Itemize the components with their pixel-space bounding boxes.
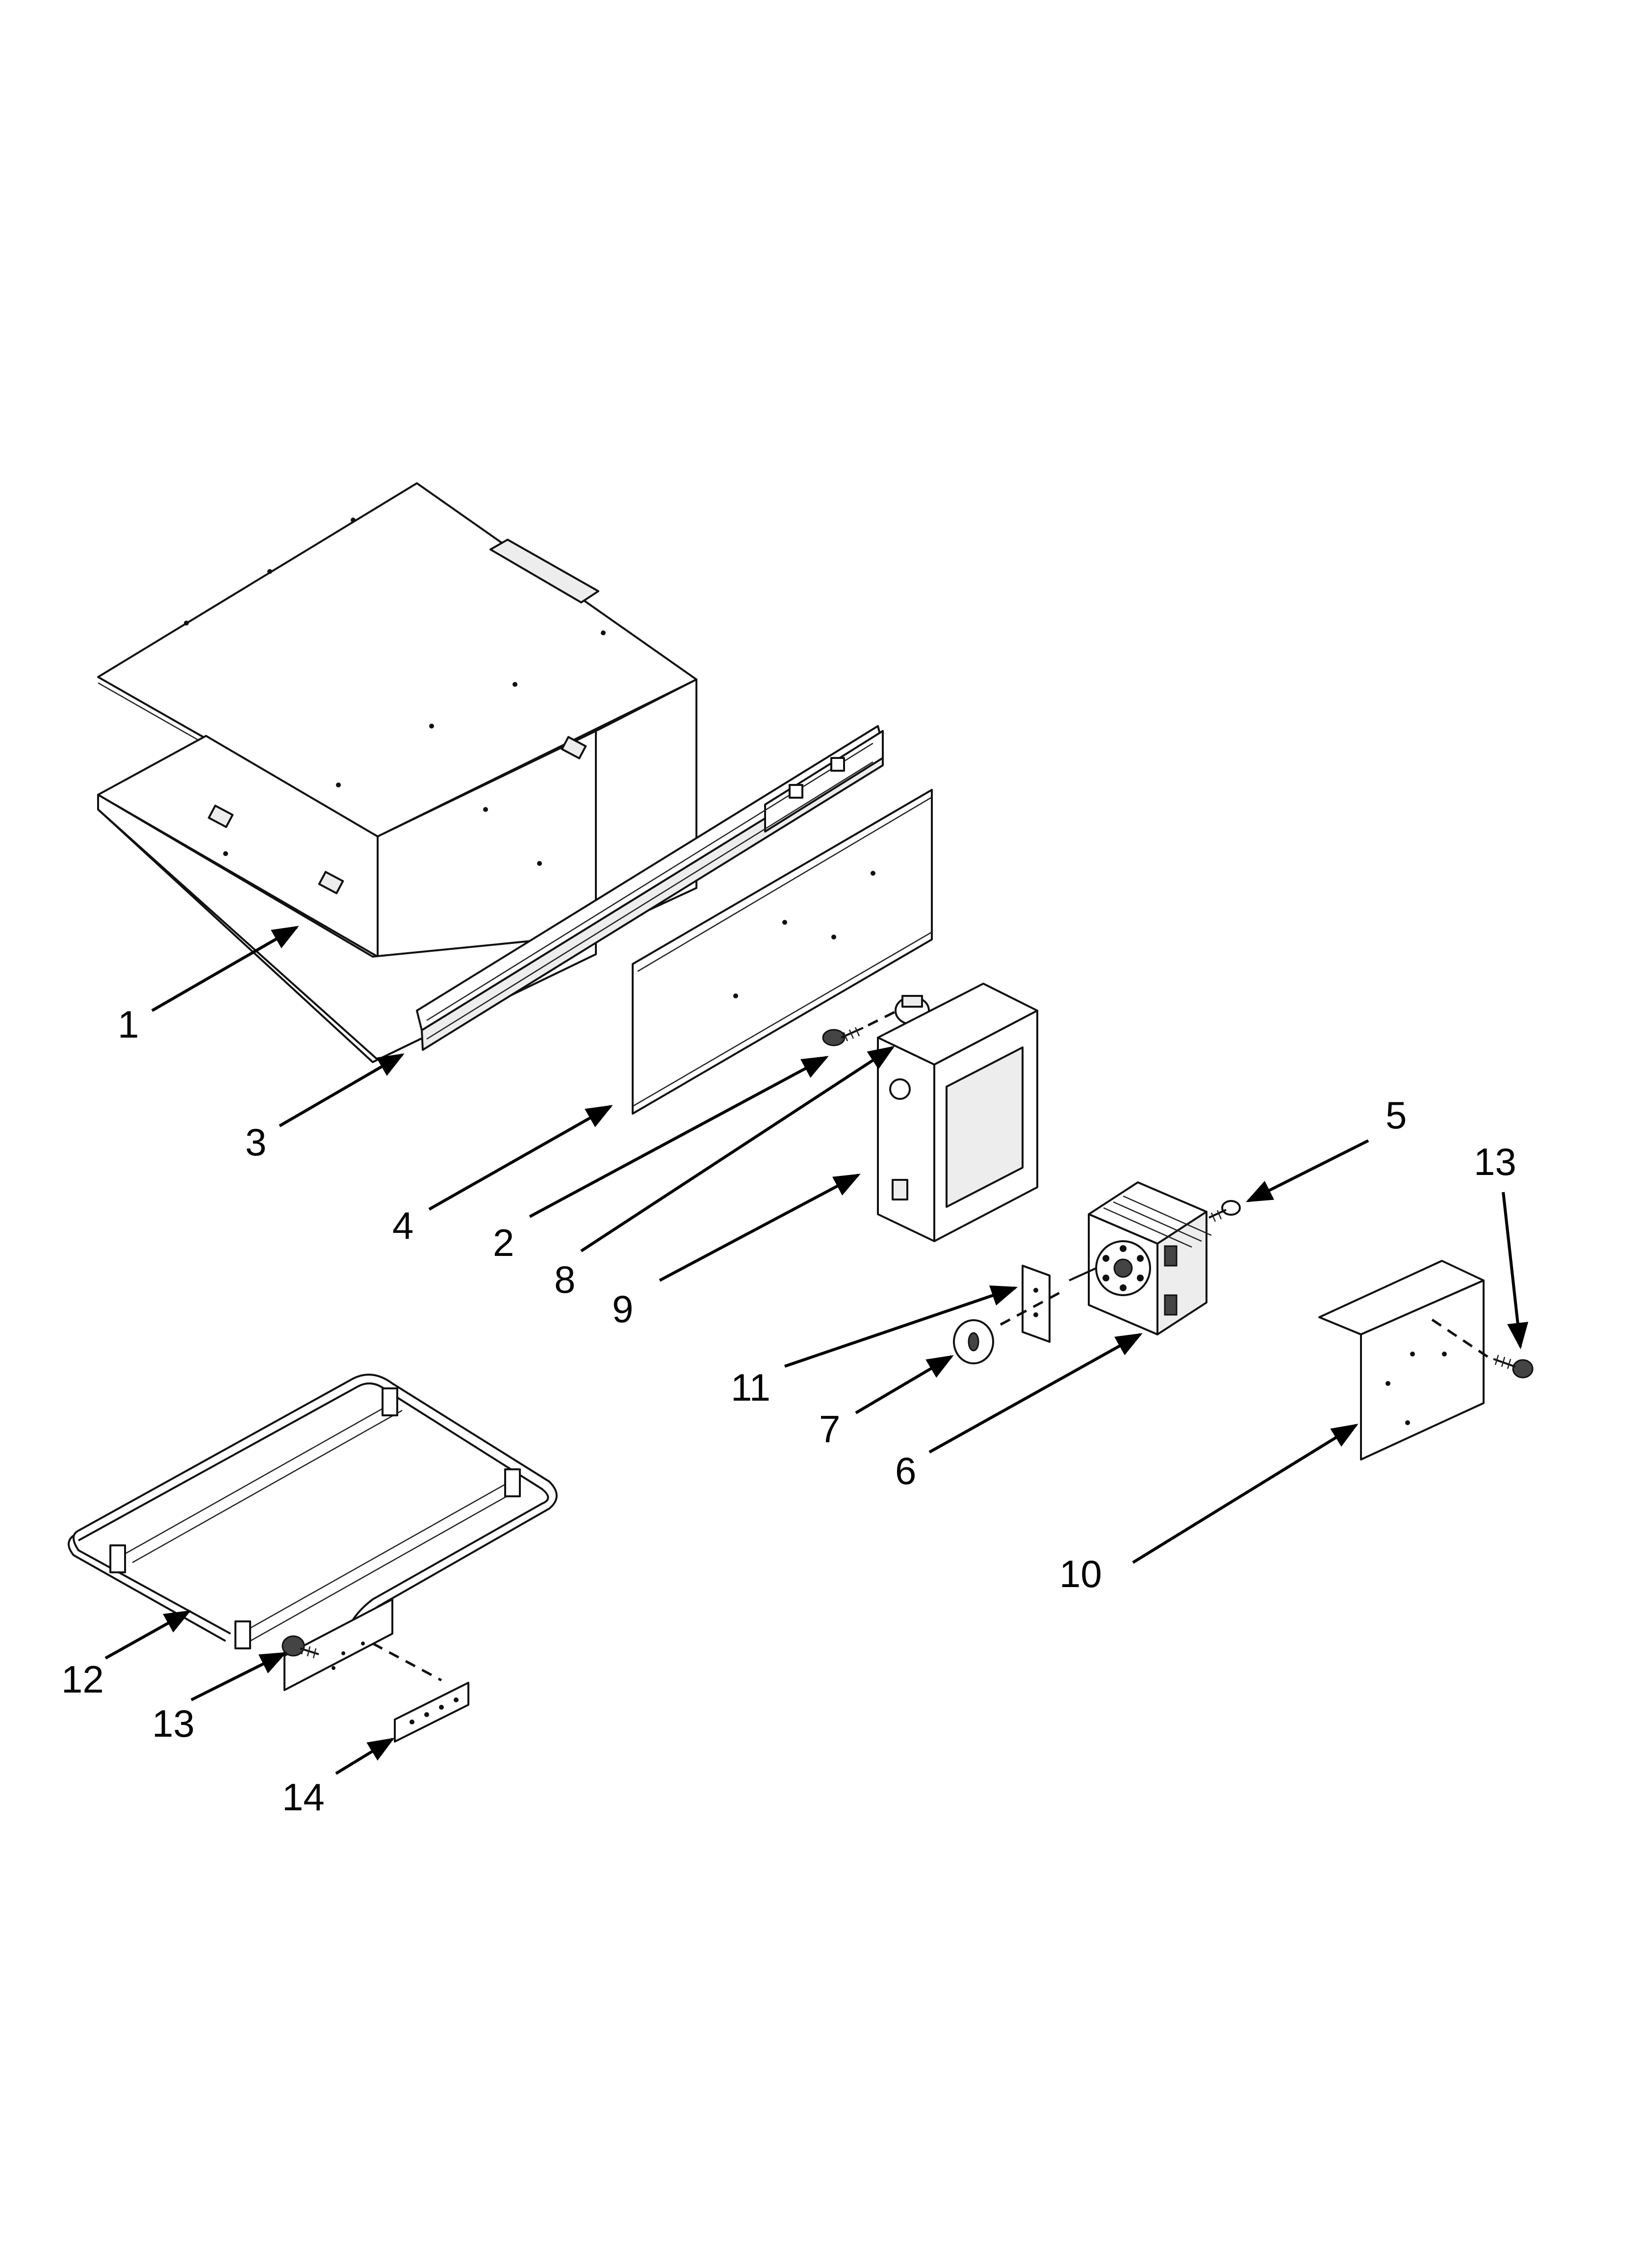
part-slide-rail [416, 725, 884, 1051]
callout-13a: 13 [1474, 1140, 1516, 1183]
part-selector-switch [1069, 1181, 1212, 1335]
callout-8: 8 [554, 1258, 575, 1301]
part-cover [1318, 1260, 1485, 1460]
callout-7: 7 [819, 1408, 840, 1451]
callout-1: 1 [118, 1003, 139, 1046]
part-front-panel [632, 789, 933, 1115]
callout-labels: 1 3 4 2 8 9 5 13 11 7 6 10 12 13 14 [61, 1003, 1516, 1819]
callout-6: 6 [895, 1449, 916, 1492]
callout-10: 10 [1059, 1552, 1102, 1595]
part-washer [953, 1319, 994, 1364]
callout-14: 14 [282, 1775, 325, 1819]
callout-4: 4 [392, 1204, 413, 1247]
part-terminal-plate [394, 1682, 469, 1743]
part-screw-2 [822, 1027, 864, 1046]
part-control-box [877, 983, 1038, 1242]
callout-5: 5 [1385, 1094, 1407, 1137]
part-housing [97, 482, 697, 1063]
callout-12: 12 [61, 1658, 104, 1701]
part-heating-element [68, 1374, 558, 1691]
callout-arrows [104, 926, 1529, 1775]
part-screw-13-cover [1493, 1355, 1534, 1379]
part-screw-13-element [282, 1635, 319, 1659]
part-screw-5 [1208, 1200, 1241, 1222]
callout-3: 3 [245, 1121, 266, 1164]
part-insulator [1022, 1265, 1051, 1343]
callout-2: 2 [493, 1221, 514, 1264]
callout-11: 11 [731, 1366, 770, 1409]
callout-9: 9 [612, 1287, 633, 1330]
callout-13b: 13 [152, 1702, 195, 1745]
